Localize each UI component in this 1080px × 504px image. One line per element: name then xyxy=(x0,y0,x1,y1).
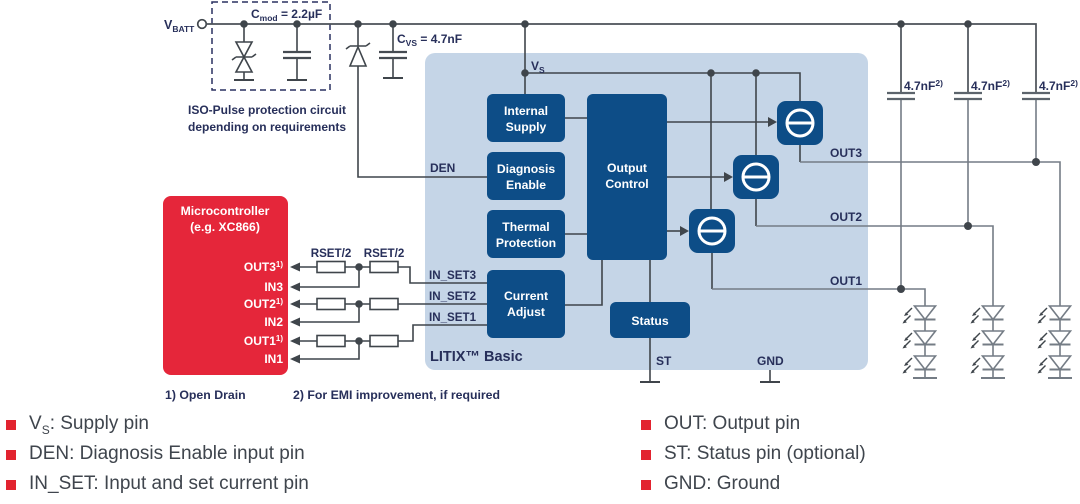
mcu-pin-in1: IN1 xyxy=(264,352,283,366)
zener-diode xyxy=(345,24,371,67)
out3-label: OUT3 xyxy=(830,146,862,160)
mcu-pin-in3: IN3 xyxy=(264,280,283,294)
led xyxy=(901,305,937,325)
mcu-title-line2: (e.g. XC866) xyxy=(190,220,260,234)
mcu-pin-out2: OUT21) xyxy=(244,297,283,311)
led xyxy=(969,305,1005,325)
cap-label-2: 4.7nF2) xyxy=(971,78,1010,93)
gnd-pin-label: GND xyxy=(757,354,784,368)
inset1-label: IN_SET1 xyxy=(429,311,477,324)
led xyxy=(1036,355,1072,375)
out2-label: OUT2 xyxy=(830,210,862,224)
footnote-1: 1) Open Drain xyxy=(165,388,246,402)
current-source-out2 xyxy=(733,155,779,199)
legend-bullet xyxy=(6,480,16,490)
tvs-diode xyxy=(231,24,257,81)
chip-name-label: LITIX™ Basic xyxy=(430,349,523,365)
svg-text:Adjust: Adjust xyxy=(507,305,545,319)
block-status xyxy=(610,302,690,338)
iso-note-line2: depending on requirements xyxy=(188,120,346,134)
status-label: Status xyxy=(631,314,668,328)
current-source-out1 xyxy=(689,209,735,253)
vbatt-terminal xyxy=(196,18,208,30)
emi-capacitors xyxy=(887,24,1050,289)
diagnosis-enable-label: Diagnosis xyxy=(497,162,555,176)
resistor xyxy=(316,297,346,311)
current-source-out3 xyxy=(777,101,823,145)
cvs-capacitor xyxy=(379,24,407,79)
block-output-control xyxy=(587,94,667,260)
svg-text:Supply: Supply xyxy=(506,120,547,134)
legend-bullet xyxy=(641,420,651,430)
legend-bullet xyxy=(6,420,16,430)
legend-right: OUT: Output pin ST: Status pin (optional… xyxy=(641,410,866,500)
legend-item-gnd: GND: Ground xyxy=(641,470,866,500)
chip-blocks xyxy=(487,94,690,338)
vs-supply-rail xyxy=(524,24,801,209)
legend-item-vs: VS: Supply pin xyxy=(6,410,309,440)
legend-item-inset: IN_SET: Input and set current pin xyxy=(6,470,309,500)
mcu-pin-out1: OUT11) xyxy=(244,334,283,348)
vs-label: VS xyxy=(531,59,545,75)
cmod-label: Cmod = 2.2µF xyxy=(251,7,322,23)
resistor xyxy=(316,260,346,274)
iso-protection-box xyxy=(211,1,331,91)
legend-bullet xyxy=(6,450,16,460)
legend-item-out: OUT: Output pin xyxy=(641,410,866,440)
svg-text:Enable: Enable xyxy=(506,178,546,192)
cap-label-1: 4.7nF2) xyxy=(904,78,943,93)
vbatt-rail xyxy=(196,18,1037,93)
led xyxy=(969,355,1005,375)
svg-text:Control: Control xyxy=(605,177,648,191)
resistor xyxy=(369,297,399,311)
block-thermal-protection xyxy=(487,210,565,258)
junction-dots xyxy=(240,20,1040,345)
chip-connectors xyxy=(565,117,780,383)
internal-supply-label: Internal xyxy=(504,104,548,118)
output-nets xyxy=(711,145,1061,306)
rset-label-2: RSET/2 xyxy=(364,247,405,260)
mcu-title-line1: Microcontroller xyxy=(181,204,270,218)
thermal-protection-label: Thermal xyxy=(502,220,549,234)
inset3-label: IN_SET3 xyxy=(429,269,477,282)
led xyxy=(901,355,937,375)
legend-left: VS: Supply pin DEN: Diagnosis Enable inp… xyxy=(6,410,309,500)
legend-bullet xyxy=(641,450,651,460)
block-current-adjust xyxy=(487,270,565,338)
out1-label: OUT1 xyxy=(830,274,862,288)
led xyxy=(1036,305,1072,325)
svg-text:Protection: Protection xyxy=(496,236,556,250)
st-pin-label: ST xyxy=(656,354,672,368)
resistor xyxy=(316,334,346,348)
resistor xyxy=(369,334,399,348)
den-label: DEN xyxy=(430,161,455,175)
cap-label-3: 4.7nF2) xyxy=(1039,78,1078,93)
block-internal-supply xyxy=(487,94,565,142)
footnote-2: 2) For EMI improvement, if required xyxy=(293,388,501,402)
block-diagnosis-enable xyxy=(487,152,565,200)
led-strings xyxy=(901,305,1072,379)
legend-item-den: DEN: Diagnosis Enable input pin xyxy=(6,440,309,470)
microcontroller-block xyxy=(163,196,288,375)
output-control-label: Output xyxy=(607,161,647,175)
current-adjust-label: Current xyxy=(504,289,548,303)
inset2-label: IN_SET2 xyxy=(429,290,476,303)
rset-label-1: RSET/2 xyxy=(311,247,352,260)
mcu-pin-in2: IN2 xyxy=(264,315,283,329)
schematic-diagram: VBATT Cmod = 2.2µF CVS = 4.7nF VS ISO-Pu… xyxy=(163,1,1078,383)
den-wire xyxy=(357,66,487,178)
legend-bullet xyxy=(641,480,651,490)
cvs-label: CVS = 4.7nF xyxy=(397,32,462,48)
cmod-capacitor xyxy=(283,24,311,81)
iso-note-line1: ISO-Pulse protection circuit xyxy=(188,103,346,117)
vbatt-label: VBATT xyxy=(164,18,195,34)
led xyxy=(901,330,937,350)
mcu-pin-out3: OUT31) xyxy=(244,260,283,274)
legend-item-st: ST: Status pin (optional) xyxy=(641,440,866,470)
led xyxy=(969,330,1005,350)
led xyxy=(1036,330,1072,350)
resistor xyxy=(369,260,399,274)
